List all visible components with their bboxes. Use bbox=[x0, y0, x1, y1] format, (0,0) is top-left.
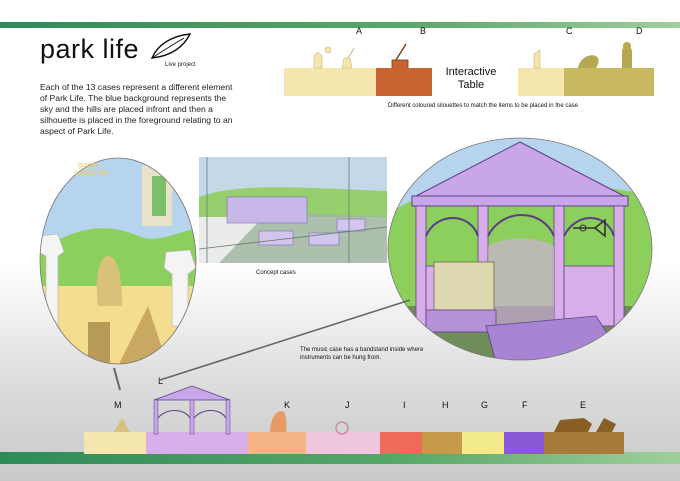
case-letter-m: M bbox=[114, 400, 122, 410]
table-letter-a: A bbox=[356, 26, 363, 36]
case-letter-i: I bbox=[403, 400, 406, 410]
table-letter-d: D bbox=[636, 26, 643, 36]
concept-caption: Concept cases bbox=[256, 270, 296, 276]
case-letter-e: E bbox=[580, 400, 587, 410]
concept-cases-image bbox=[199, 157, 387, 263]
case-letter-j: J bbox=[345, 400, 350, 410]
trumpet-icon bbox=[573, 218, 606, 238]
music-caption: The music case has a bandstand inside wh… bbox=[300, 347, 424, 361]
case-strip bbox=[84, 385, 624, 454]
case-letter-h: H bbox=[442, 400, 449, 410]
bandstand-circle-scene bbox=[387, 137, 653, 361]
table-letter-b: B bbox=[420, 26, 427, 36]
table-letter-c: C bbox=[566, 26, 573, 36]
case-letter-g: G bbox=[481, 400, 489, 410]
left-circle-scene bbox=[39, 157, 197, 365]
interactive-table-label: Interactive Table bbox=[445, 66, 497, 91]
table-left-cases bbox=[284, 43, 432, 96]
left-panel-text-1: guides bbox=[78, 162, 99, 169]
page-title: park life bbox=[40, 34, 140, 64]
case-letter-l: L bbox=[158, 376, 164, 386]
intro-paragraph: Each of the 13 cases represent a differe… bbox=[40, 82, 233, 136]
table-right-cases bbox=[518, 42, 654, 96]
case-letter-k: K bbox=[284, 400, 291, 410]
page-subtitle: Live project bbox=[165, 62, 196, 68]
top-bar bbox=[0, 22, 680, 28]
leaf-icon bbox=[150, 33, 192, 59]
table-caption: Different coloured silouettes to match t… bbox=[388, 103, 578, 109]
case-letter-f: F bbox=[522, 400, 528, 410]
left-panel-text-2: outdoor life bbox=[74, 170, 109, 177]
bottom-bar bbox=[0, 452, 680, 464]
